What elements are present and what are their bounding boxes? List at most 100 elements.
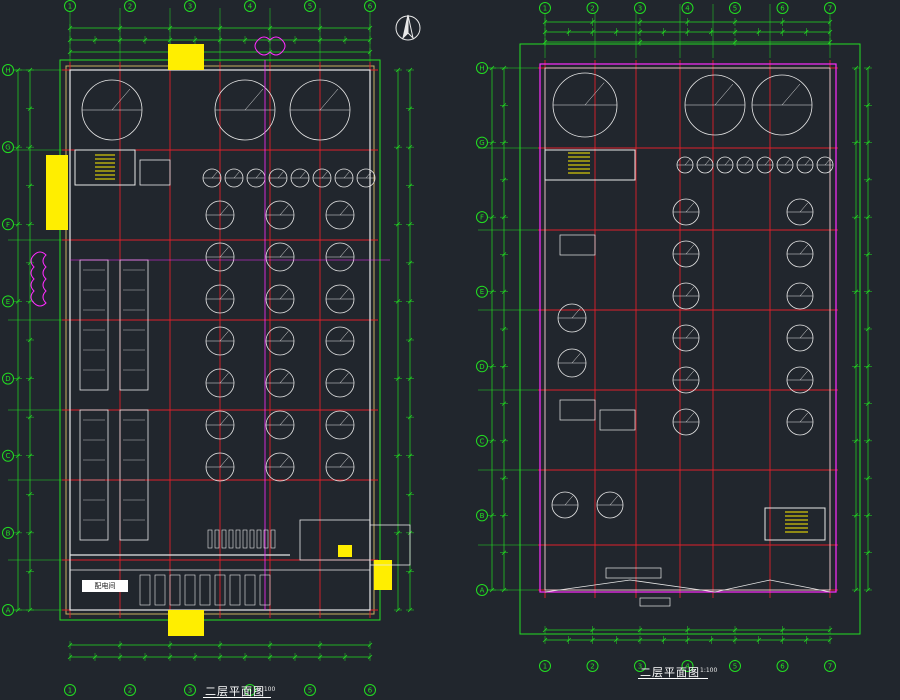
axis-bubble-top-6 xyxy=(776,2,789,14)
axis-bubble-bottom-7 xyxy=(824,660,836,672)
axis-bubble-bottom-5 xyxy=(729,660,741,672)
axis-bubble-top-7-label: 7 xyxy=(828,5,832,13)
cabinet-unit xyxy=(154,574,166,606)
right-title-underline xyxy=(638,678,708,679)
small-tank-row-agitator xyxy=(343,171,350,179)
pump-unit xyxy=(207,529,213,549)
axis-bubble-left-E-label: E xyxy=(480,288,484,296)
reactor-tank-agitator xyxy=(799,244,808,255)
axis-bubble-top-1-label: 1 xyxy=(543,5,547,13)
axis-bubble-bottom-4-label: 4 xyxy=(248,687,253,695)
large-tank-1-agitator xyxy=(584,82,605,106)
pump-unit xyxy=(228,529,234,549)
pump-unit xyxy=(263,529,269,549)
filter-press-1 xyxy=(119,259,149,391)
reactor-tank-agitator xyxy=(799,370,808,381)
filter-press-0 xyxy=(79,259,109,391)
axis-bubble-bottom-3-label: 3 xyxy=(188,687,192,695)
building-outline xyxy=(69,69,371,611)
left-plan-scale: 1:100 xyxy=(258,686,276,693)
pump-unit xyxy=(235,529,241,549)
axis-bubble-left-E xyxy=(476,285,488,298)
axis-bubble-top-6-label: 6 xyxy=(780,5,785,13)
canopy-label-box xyxy=(605,567,662,579)
building-outline xyxy=(539,63,837,593)
north-arrow-head xyxy=(402,14,409,40)
north-arrow-icon xyxy=(395,14,421,41)
axis-bubble-left-A xyxy=(476,584,488,596)
left-room-label: 配电间 xyxy=(82,580,128,592)
axis-bubble-bottom-1-label: 1 xyxy=(68,687,72,695)
reactor-tank-agitator xyxy=(219,457,229,468)
reactor-tank-agitator xyxy=(685,412,694,423)
axis-bubble-left-G xyxy=(2,141,14,154)
canopy-outline xyxy=(544,579,831,593)
axis-bubble-top-5-label: 5 xyxy=(733,5,737,13)
reactor-tank-agitator xyxy=(279,457,289,468)
axis-bubble-left-B-label: B xyxy=(480,512,485,520)
axis-bubble-bottom-6 xyxy=(776,660,789,672)
stair-room-top xyxy=(544,149,636,181)
mid-tank-2-agitator xyxy=(571,353,581,364)
pump-unit xyxy=(270,529,276,549)
small-tank-row-agitator xyxy=(233,171,240,179)
stair-fill-small xyxy=(338,545,352,557)
axis-bubble-left-H-label: H xyxy=(5,67,10,75)
axis-bubble-bottom-3 xyxy=(184,684,196,696)
reactor-tank-agitator xyxy=(279,373,289,384)
mid-tank-4-agitator xyxy=(564,495,573,506)
cabinet-unit xyxy=(214,574,226,606)
bottom-stair-room xyxy=(299,519,371,561)
axis-bubble-top-5 xyxy=(729,2,741,14)
axis-bubble-bottom-4 xyxy=(244,684,256,696)
revision-cloud-left xyxy=(30,251,47,307)
axis-bubble-left-B-label: B xyxy=(6,529,11,537)
axis-bubble-top-1 xyxy=(539,2,551,14)
large-tank-3-agitator xyxy=(781,83,801,106)
north-arrow-head-outline xyxy=(407,14,414,40)
inner-wall xyxy=(544,67,831,591)
axis-bubble-bottom-7-label: 7 xyxy=(828,663,832,671)
axis-bubble-bottom-2-label: 2 xyxy=(128,687,132,695)
cabinet-unit xyxy=(169,574,181,606)
reactor-tank-agitator xyxy=(279,331,289,342)
reactor-tank-agitator xyxy=(799,286,808,297)
pump-unit xyxy=(242,529,248,549)
equipment-block-0 xyxy=(559,234,596,256)
axis-bubble-bottom-2 xyxy=(124,684,136,696)
large-tank-1-agitator xyxy=(111,88,131,111)
axis-bubble-bottom-5 xyxy=(304,684,316,696)
axis-bubble-left-C-label: C xyxy=(480,437,485,445)
axis-bubble-top-2-label: 2 xyxy=(590,5,594,13)
axis-bubble-bottom-6 xyxy=(364,684,376,696)
reactor-tank-agitator xyxy=(339,289,349,300)
axis-bubble-top-5 xyxy=(304,0,316,12)
small-tank-row-agitator xyxy=(684,159,690,166)
reactor-tank-agitator xyxy=(339,457,349,468)
reactor-tank-agitator xyxy=(279,415,289,426)
axis-bubble-top-2 xyxy=(586,2,599,14)
axis-bubble-bottom-6-label: 6 xyxy=(780,663,785,671)
axis-bubble-left-E-label: E xyxy=(6,298,10,306)
reactor-tank-agitator xyxy=(339,205,349,216)
axis-bubble-left-C xyxy=(2,449,14,462)
reactor-tank-agitator xyxy=(799,412,808,423)
axis-bubble-bottom-3 xyxy=(634,660,646,672)
reactor-tank-agitator xyxy=(279,205,289,216)
reactor-tank-agitator xyxy=(219,415,229,426)
reactor-tank-agitator xyxy=(339,415,349,426)
small-tank-row-agitator xyxy=(255,171,262,179)
axis-bubble-left-F xyxy=(2,218,14,231)
axis-bubble-left-H xyxy=(2,64,14,76)
axis-bubble-left-F-label: F xyxy=(480,214,484,222)
axis-bubble-bottom-1 xyxy=(64,684,76,696)
axis-bubble-left-C xyxy=(476,434,488,447)
axis-bubble-top-2-label: 2 xyxy=(128,3,132,11)
axis-bubble-top-4 xyxy=(681,2,694,14)
top-door-fill xyxy=(168,44,204,70)
bottom-door-fill xyxy=(168,610,204,636)
outer-dimension-frame xyxy=(519,43,861,635)
large-tank-2-agitator xyxy=(714,83,734,106)
equipment-block-1 xyxy=(559,399,596,421)
